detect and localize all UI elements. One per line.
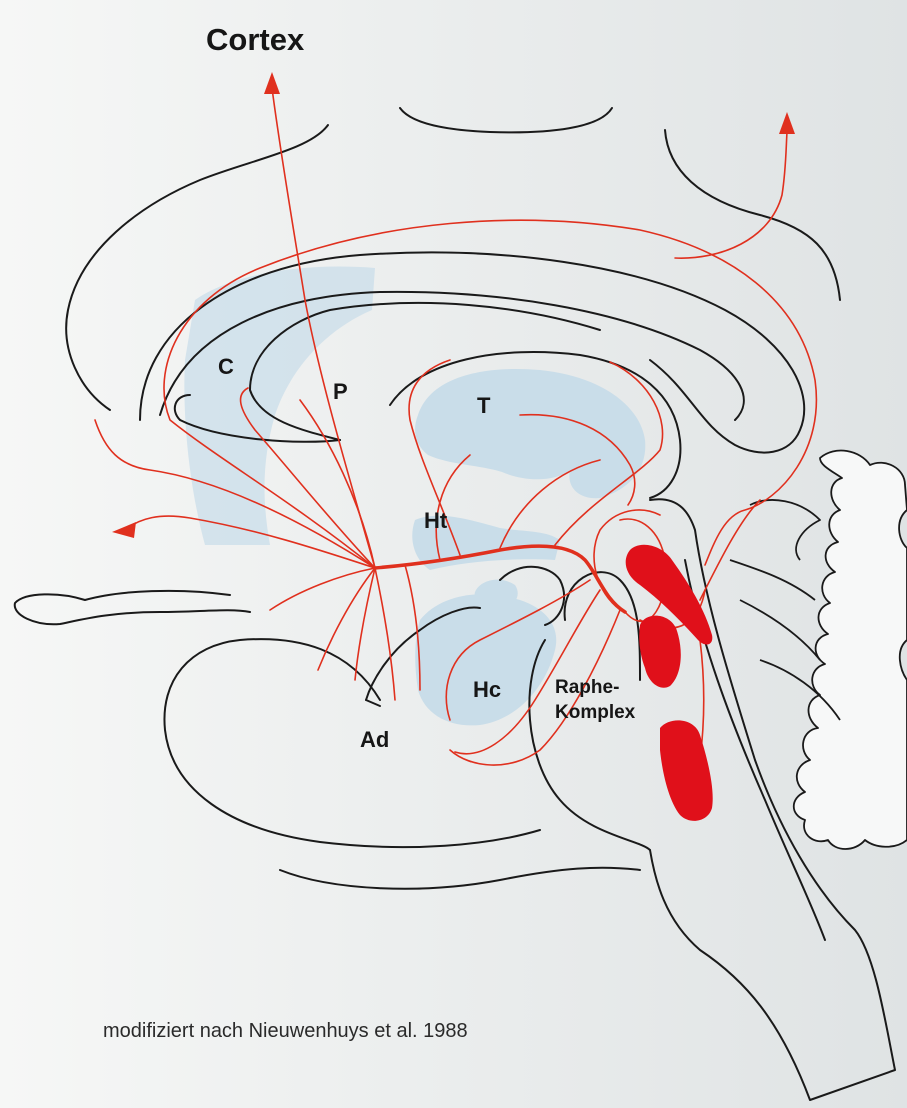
thalamus-label: T	[477, 393, 490, 419]
amygdala-label: Ad	[360, 727, 389, 753]
hypothalamus-label: Ht	[424, 508, 447, 534]
caudate-label: C	[218, 354, 234, 380]
cortex-label: Cortex	[206, 22, 304, 58]
hippocampus-label: Hc	[473, 677, 501, 703]
raphe-label-line1: Raphe-	[555, 677, 619, 699]
raphe-label-line2: Komplex	[555, 702, 635, 724]
source-caption: modifiziert nach Nieuwenhuys et al. 1988	[103, 1020, 468, 1043]
putamen-label: P	[333, 379, 348, 405]
